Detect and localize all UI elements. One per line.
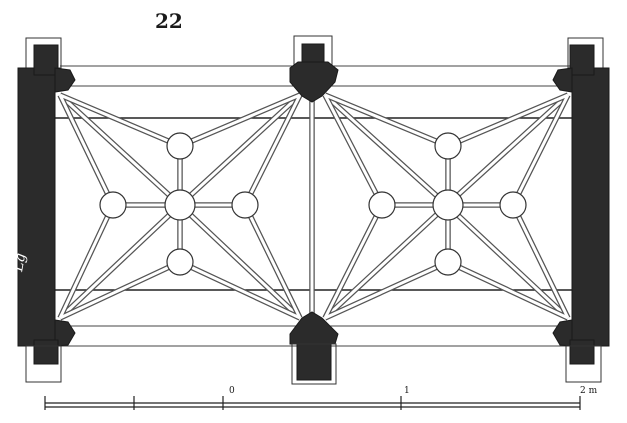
scale-bar: 0 1 2 m bbox=[44, 386, 598, 410]
scale-label-1: 1 bbox=[404, 386, 410, 396]
annotation-mark-text: Lg bbox=[10, 252, 29, 274]
boss-bay2-bottom bbox=[434, 248, 462, 276]
boss-bay1-top bbox=[166, 132, 194, 160]
boss-bay2-top bbox=[434, 132, 462, 160]
boss-bay2-right bbox=[499, 191, 527, 219]
boss-bay2-left bbox=[368, 191, 396, 219]
boss-bay1-right bbox=[231, 191, 259, 219]
pier-left-wall bbox=[17, 37, 76, 383]
boss-bay2-center bbox=[432, 189, 464, 221]
pier-right-wall bbox=[552, 37, 610, 383]
boss-bay1-center bbox=[164, 189, 196, 221]
boss-bay1-bottom bbox=[166, 248, 194, 276]
boss-bay1-left bbox=[99, 191, 127, 219]
bosses bbox=[99, 132, 527, 276]
pier-center-top bbox=[289, 35, 339, 103]
scale-label-0: 0 bbox=[229, 386, 235, 396]
scale-label-2: 2 m bbox=[580, 386, 598, 396]
figure-number: 22 bbox=[155, 9, 183, 33]
pier-center-bottom bbox=[289, 311, 339, 385]
annotation-mark: Lg bbox=[10, 252, 29, 274]
